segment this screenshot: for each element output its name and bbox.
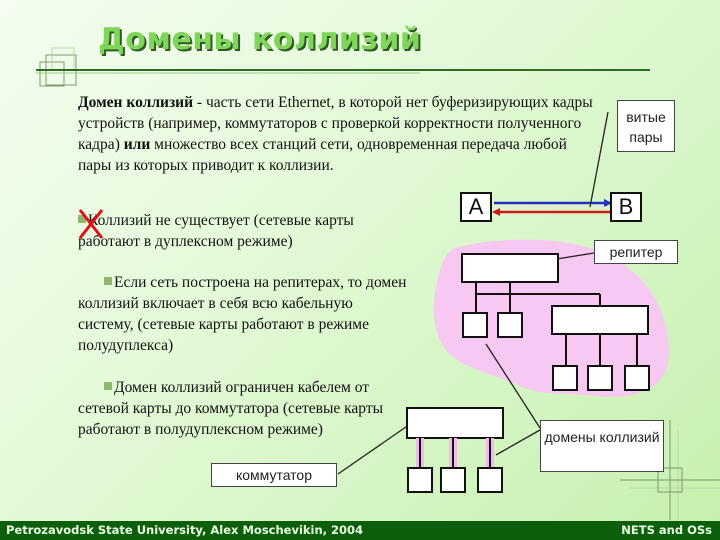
bullet-square-icon [104,382,112,390]
repeater-hub-1 [461,253,559,283]
bullet-text: Коллизий не существует (сетевые карты ра… [78,212,354,250]
station [552,365,578,391]
bullet-text: Если сеть построена на репитерах, то дом… [78,274,407,354]
switch-label: коммутатор [211,463,337,487]
bullet-square-icon [78,215,86,223]
cross-icon [78,209,104,239]
corner-decoration-top-left [36,47,650,87]
intro-paragraph: Домен коллизий - часть сети Ethernet, в … [78,92,598,176]
callout-domains-2 [495,429,541,456]
footer-left-text: Petrozavodsk State University, Alex Mosc… [6,523,364,537]
callout-domains-1 [485,343,541,429]
node-b: B [610,192,642,222]
footer-right-text: NETS and OSs [621,523,712,537]
intro-or-word: или [123,136,151,153]
corner-decoration-bottom-right [620,420,720,520]
repeater-hub-2 [551,305,649,335]
switch-device [406,407,504,439]
twisted-pair-label: витые пары [617,100,675,152]
intro-text-1: - часть сети Ethernet, в которой нет буф… [78,94,593,153]
bullet-text: Домен коллизий ограничен кабелем от сете… [78,379,384,438]
bullet-item: Коллизий не существует (сетевые карты ра… [78,210,408,252]
station [624,365,650,391]
slide-title: Домены коллизий [98,22,422,57]
node-a: A [460,192,492,222]
callout-repeater [537,252,595,263]
bullet-square-icon [104,277,112,285]
station [407,467,433,493]
bullet-list: Коллизий не существует (сетевые карты ра… [78,210,408,461]
intro-text-2: множество всех станций сети, одновременн… [78,136,567,174]
station [477,467,503,493]
bullet-item: Если сеть построена на репитерах, то дом… [78,272,408,356]
collision-domains-label: домены коллизий [540,420,664,472]
station [497,312,523,338]
station [440,467,466,493]
bullet-item: Домен коллизий ограничен кабелем от сете… [78,377,408,440]
arrow-left-icon [492,208,500,216]
station [462,312,488,338]
repeater-label: репитер [594,240,678,264]
footer-bar: Petrozavodsk State University, Alex Mosc… [0,521,720,540]
station [587,365,613,391]
intro-term: Домен коллизий [78,94,194,111]
